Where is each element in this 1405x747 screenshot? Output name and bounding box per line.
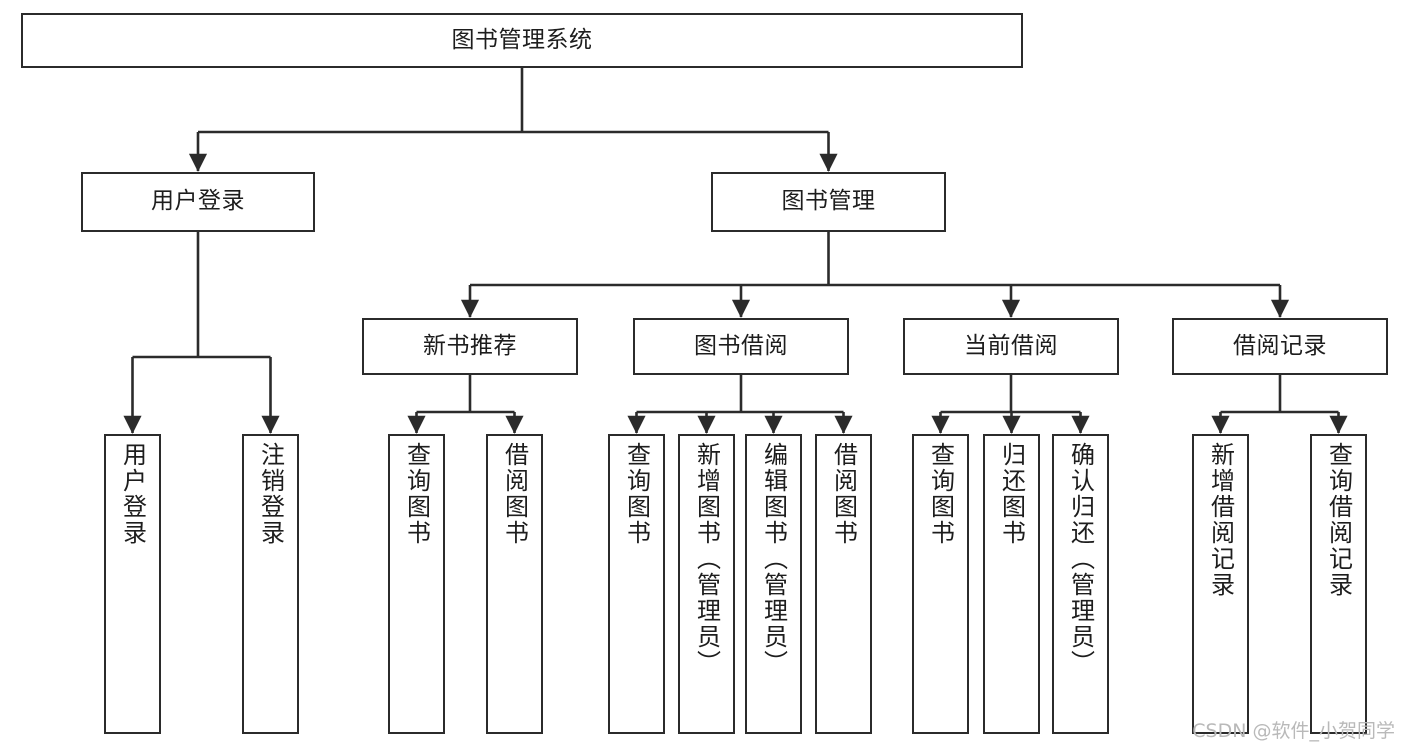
leaf-confirm-return-label: 确认归还（管理员） — [1066, 442, 1095, 676]
leaf-return-book-label: 归还图书 — [997, 442, 1026, 546]
node-new-book-recommend-label: 新书推荐 — [423, 332, 517, 359]
leaf-add-book[interactable]: 新增图书（管理员） — [678, 434, 735, 734]
leaf-edit-book-label: 编辑图书（管理员） — [759, 442, 788, 676]
watermark: CSDN @软件_小贺同学 — [1192, 720, 1395, 742]
leaf-query-book-borrow[interactable]: 查询图书 — [608, 434, 665, 734]
node-book-manage[interactable]: 图书管理 — [711, 172, 946, 232]
node-book-borrow-label: 图书借阅 — [694, 332, 788, 359]
leaf-query-borrow-record[interactable]: 查询借阅记录 — [1310, 434, 1367, 734]
node-current-borrow-label: 当前借阅 — [964, 332, 1058, 359]
leaf-user-logout-label: 注销登录 — [256, 442, 285, 546]
leaf-borrow-book-recommend[interactable]: 借阅图书 — [486, 434, 543, 734]
node-borrow-record[interactable]: 借阅记录 — [1172, 318, 1388, 375]
leaf-user-login-label: 用户登录 — [118, 442, 147, 546]
leaf-confirm-return[interactable]: 确认归还（管理员） — [1052, 434, 1109, 734]
leaf-add-borrow-record[interactable]: 新增借阅记录 — [1192, 434, 1249, 734]
leaf-query-book-recommend[interactable]: 查询图书 — [388, 434, 445, 734]
node-borrow-record-label: 借阅记录 — [1233, 332, 1327, 359]
leaf-edit-book[interactable]: 编辑图书（管理员） — [745, 434, 802, 734]
node-current-borrow[interactable]: 当前借阅 — [903, 318, 1119, 375]
node-book-borrow[interactable]: 图书借阅 — [633, 318, 849, 375]
node-root-label: 图书管理系统 — [451, 26, 593, 53]
leaf-query-book-current[interactable]: 查询图书 — [912, 434, 969, 734]
leaf-borrow-book-recommend-label: 借阅图书 — [500, 442, 529, 546]
leaf-query-book-recommend-label: 查询图书 — [402, 442, 431, 546]
node-user-login[interactable]: 用户登录 — [81, 172, 315, 232]
leaf-borrow-book[interactable]: 借阅图书 — [815, 434, 872, 734]
node-new-book-recommend[interactable]: 新书推荐 — [362, 318, 578, 375]
leaf-query-book-borrow-label: 查询图书 — [622, 442, 651, 546]
node-book-manage-label: 图书管理 — [781, 188, 876, 215]
leaf-add-borrow-record-label: 新增借阅记录 — [1206, 442, 1235, 598]
leaf-return-book[interactable]: 归还图书 — [983, 434, 1040, 734]
leaf-add-book-label: 新增图书（管理员） — [692, 442, 721, 676]
leaf-borrow-book-label: 借阅图书 — [829, 442, 858, 546]
leaf-user-logout[interactable]: 注销登录 — [242, 434, 299, 734]
leaf-query-book-current-label: 查询图书 — [926, 442, 955, 546]
node-user-login-label: 用户登录 — [151, 188, 245, 215]
node-root[interactable]: 图书管理系统 — [21, 13, 1023, 68]
leaf-query-borrow-record-label: 查询借阅记录 — [1324, 442, 1353, 598]
leaf-user-login[interactable]: 用户登录 — [104, 434, 161, 734]
